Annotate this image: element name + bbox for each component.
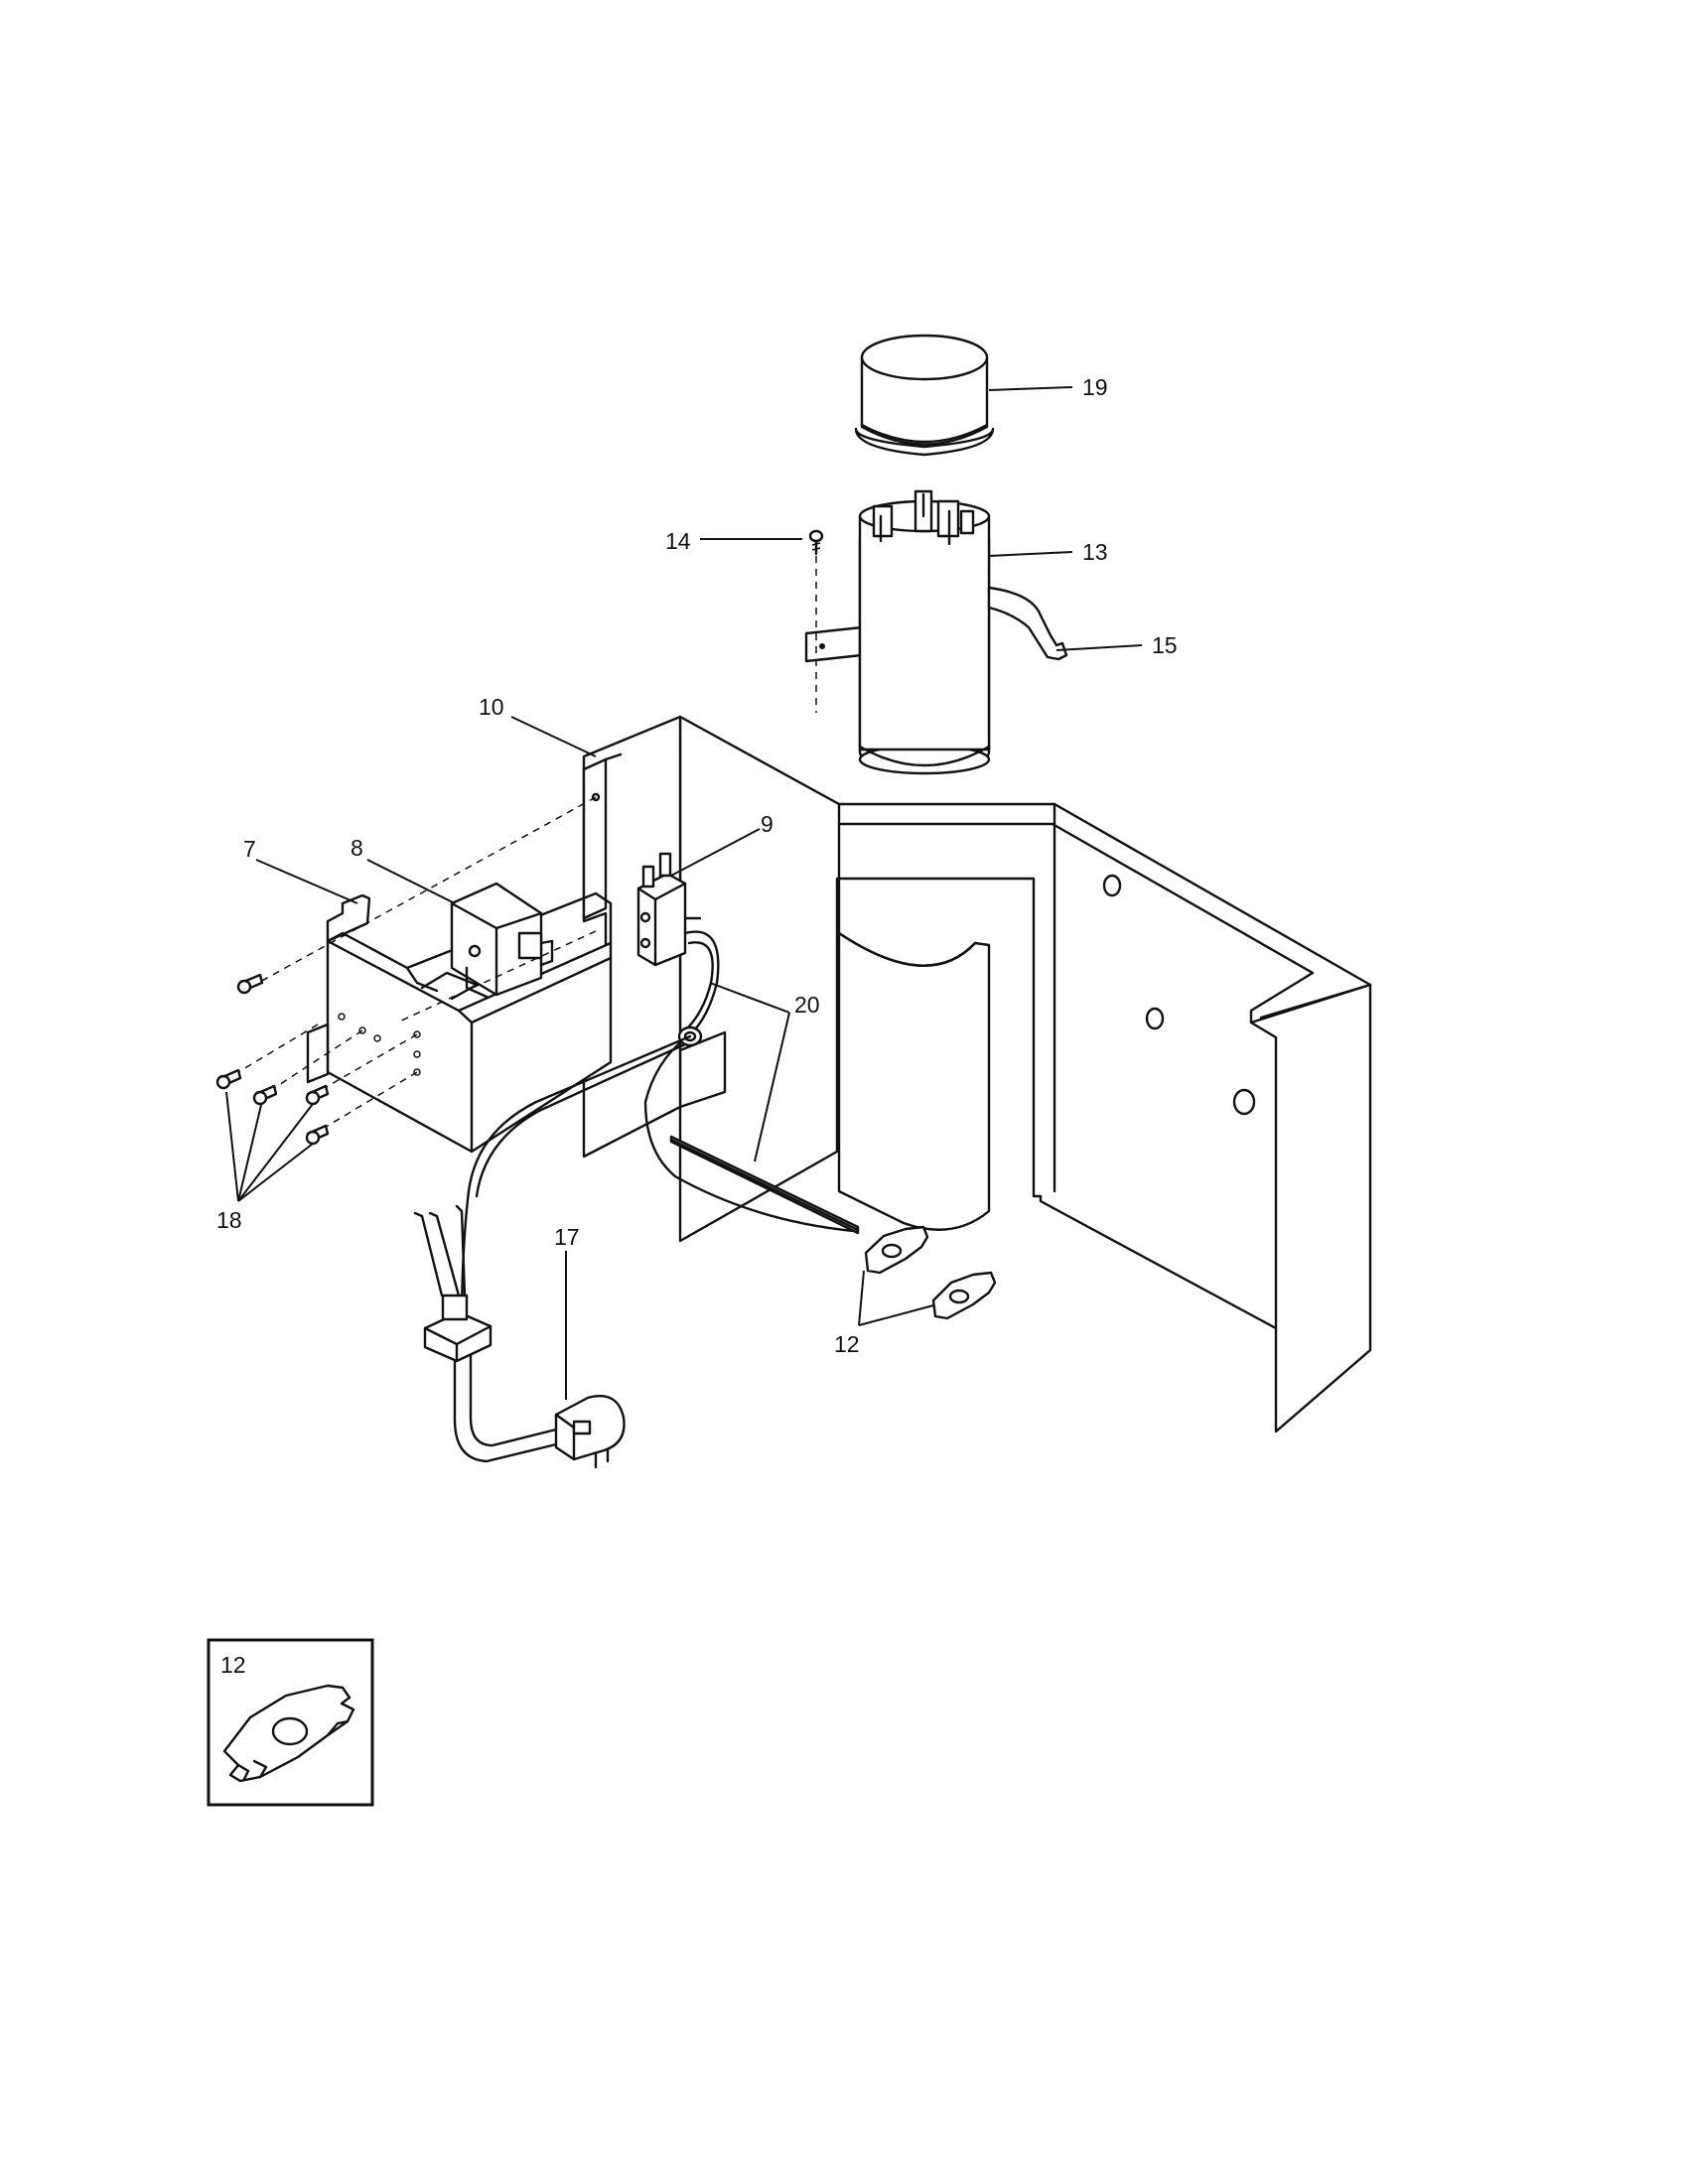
capacitor-assembly [804, 334, 1068, 775]
leader-lines [225, 386, 1143, 1400]
callout-10: 10 [479, 694, 504, 720]
callout-14: 14 [665, 528, 691, 554]
screw-18-top [236, 973, 264, 995]
cap-part-19 [854, 334, 995, 457]
screw-18-d [305, 1124, 330, 1146]
screws-part-18 [215, 796, 597, 1146]
power-cord-part-17 [413, 1204, 626, 1469]
channel-cutout [837, 931, 991, 1231]
callout-17: 17 [554, 1224, 580, 1250]
clip-part-12-b [931, 1271, 997, 1320]
cabinet-panel [678, 715, 1372, 1433]
screw-part-14 [808, 529, 824, 556]
screw-18-a [215, 1068, 242, 1090]
callout-labels: 19 14 13 15 10 9 7 8 20 18 17 12 [216, 374, 1178, 1357]
callout-8: 8 [351, 835, 363, 861]
screw-18-c [305, 1084, 330, 1106]
inset-clip-icon [222, 1684, 355, 1783]
screw-18-b [252, 1084, 278, 1106]
strap-part-15 [987, 586, 1068, 661]
callout-18: 18 [216, 1207, 242, 1233]
switch-part-8 [450, 882, 554, 999]
callout-7: 7 [243, 836, 256, 862]
inset-label: 12 [220, 1652, 246, 1678]
wiring-part-20 [460, 930, 860, 1312]
inset-detail-box: 12 [207, 1638, 374, 1807]
callout-12: 12 [834, 1331, 860, 1357]
callout-9: 9 [761, 811, 774, 837]
callout-13: 13 [1082, 539, 1108, 565]
callout-15: 15 [1152, 632, 1178, 658]
callout-20: 20 [794, 992, 820, 1018]
thermostat-part-9 [636, 852, 702, 967]
callout-19: 19 [1082, 374, 1108, 400]
clip-part-12-a [864, 1225, 929, 1275]
capacitor-part-13 [858, 489, 991, 775]
